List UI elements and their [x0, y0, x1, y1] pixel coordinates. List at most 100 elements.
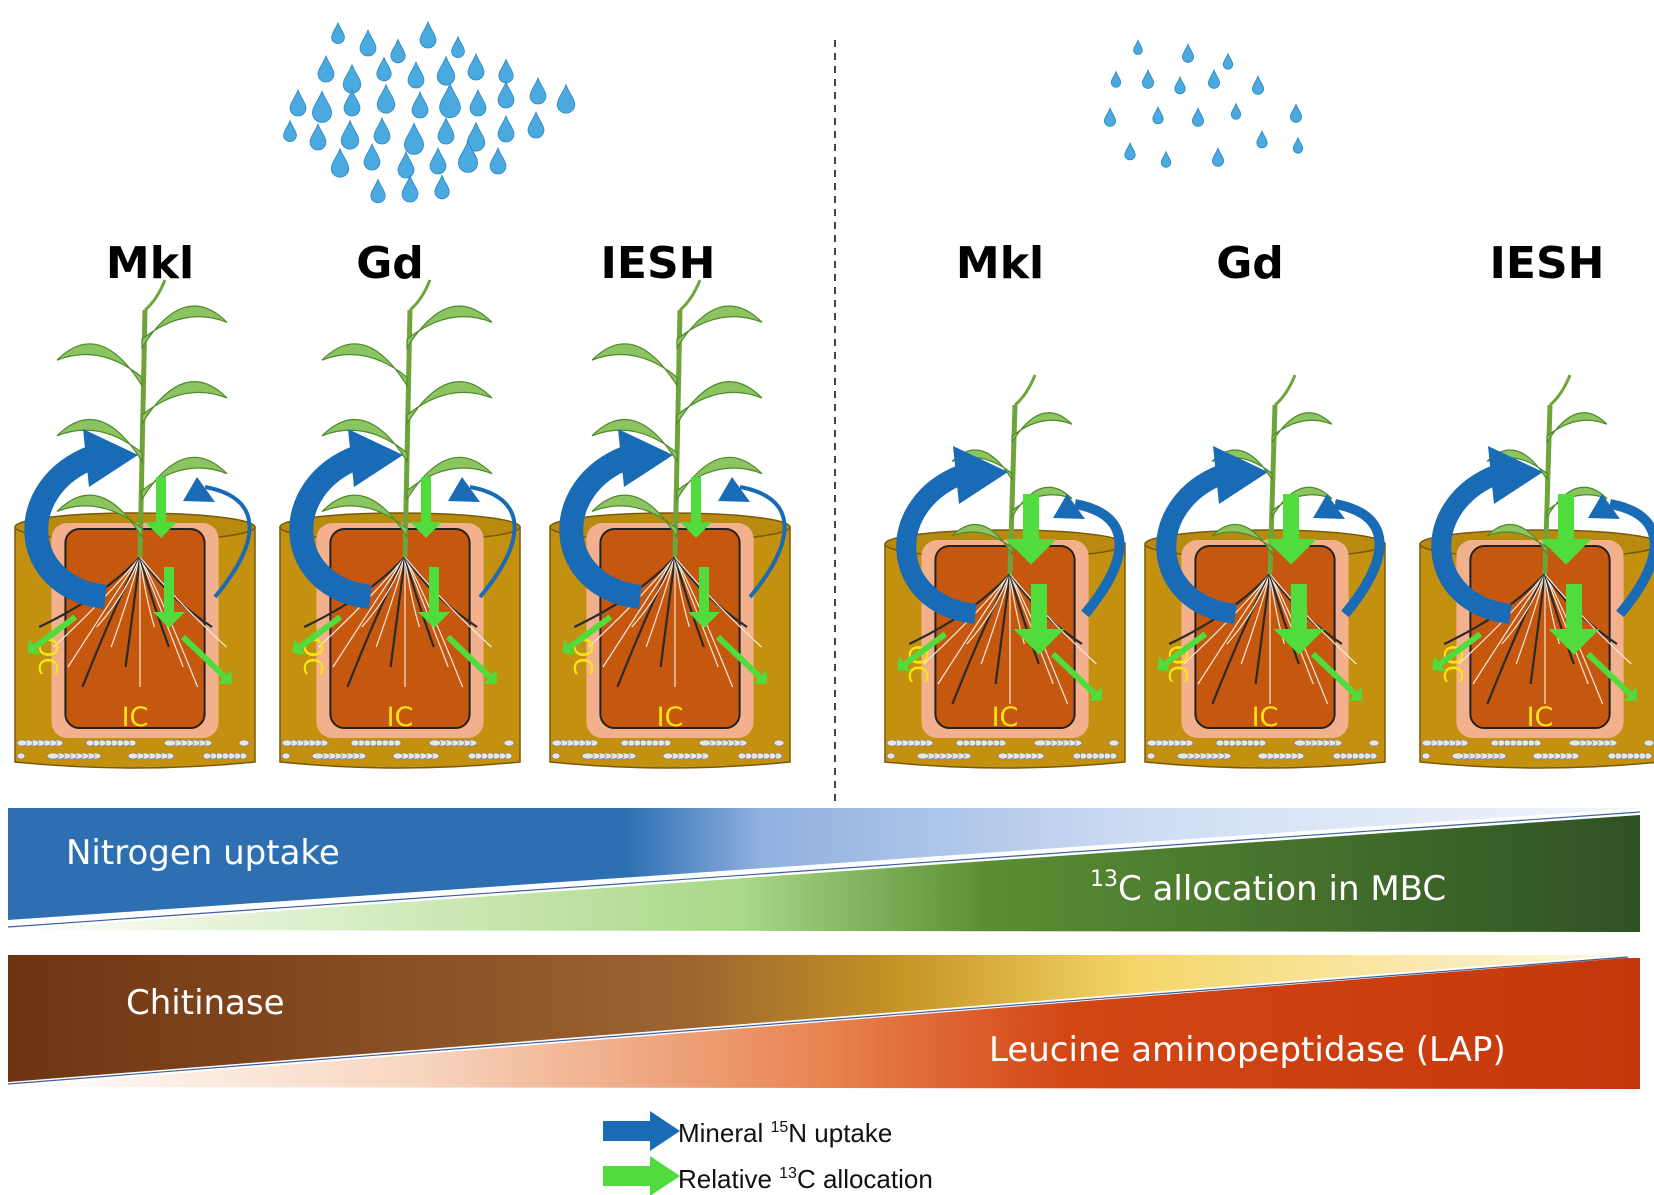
n-uptake-arrow-large — [1431, 464, 1512, 624]
rain-drop-icon — [497, 80, 515, 109]
gravel — [503, 739, 515, 747]
c-allocation-arrow — [298, 614, 343, 650]
rain-drop-icon — [457, 140, 479, 173]
rain-drop-icon — [1181, 43, 1195, 63]
blue-arrow-head-icon — [1053, 494, 1085, 519]
root — [332, 556, 406, 668]
rain-drop-icon — [436, 55, 456, 86]
root — [404, 556, 449, 668]
root — [616, 556, 676, 688]
root — [138, 556, 170, 648]
root — [375, 556, 406, 648]
root — [1268, 573, 1300, 665]
leaf — [1546, 412, 1608, 445]
leaf — [1271, 412, 1333, 445]
green-arrow-head-icon — [145, 522, 177, 538]
rain-drops-heavy — [283, 20, 576, 204]
rain-drop-icon — [363, 142, 381, 171]
leaf — [321, 494, 408, 540]
blue-arrow-head-icon — [718, 477, 750, 502]
rain-drop-icon — [411, 90, 429, 119]
green-arrow-head-icon — [753, 670, 767, 684]
root — [994, 573, 1012, 685]
gravel — [238, 739, 250, 747]
green-arrow-head-icon — [1157, 656, 1171, 672]
blue-arrow-head-icon — [348, 429, 403, 487]
leaf — [56, 494, 143, 540]
green-arrow-head-icon — [897, 656, 911, 672]
leaf — [141, 381, 228, 426]
gravel — [997, 752, 1009, 760]
gravel — [467, 752, 477, 760]
carbon-allocation-label: 13C allocation in MBC — [1090, 867, 1446, 909]
leaf — [406, 381, 493, 426]
green-arrow-head-icon — [153, 612, 185, 628]
rain-drop-icon — [1160, 150, 1172, 168]
rain-drop-icon — [451, 35, 465, 58]
c-allocation-arrow — [445, 634, 493, 680]
root — [67, 556, 141, 668]
gravel — [1421, 739, 1433, 747]
rain-drop-icon — [1174, 75, 1186, 95]
c-allocation-arrow — [1163, 631, 1208, 667]
nitrogen-uptake-wedge — [8, 808, 1640, 920]
rain-drop-icon — [376, 56, 392, 82]
blue-arrow-head-icon — [618, 429, 673, 487]
inner-compartment-label: IC — [387, 702, 414, 733]
rain-drop-icon — [466, 121, 486, 152]
blue-arrow-icon — [603, 1111, 680, 1151]
gravel — [737, 752, 747, 760]
gravel — [1643, 739, 1654, 747]
carbon-isotope-sup: 13 — [1090, 867, 1118, 892]
inner-compartment-label: IC — [657, 702, 684, 733]
rain-drop-icon — [343, 88, 361, 117]
root — [673, 556, 705, 648]
root — [346, 556, 406, 688]
rain-drop-icon — [1103, 107, 1117, 127]
rain-drop-icon — [1141, 69, 1155, 89]
rain-drop-icon — [489, 146, 507, 175]
green-arrow-head-icon — [1540, 539, 1592, 565]
green-arrow-head-icon — [218, 670, 232, 684]
rain-drop-icon — [1110, 70, 1122, 88]
green-arrow-head-icon — [1088, 687, 1102, 701]
root — [1544, 573, 1632, 665]
green-arrow-head-icon — [562, 639, 576, 655]
rain-drop-icon — [1124, 141, 1136, 161]
leaf — [1211, 523, 1273, 557]
root — [951, 573, 1011, 705]
root — [1211, 573, 1271, 705]
root — [1543, 573, 1575, 665]
n-uptake-arrow-small — [469, 485, 517, 599]
inner-compartment-label: IC — [122, 702, 149, 733]
rain-drop-icon — [429, 146, 447, 175]
gravel — [1368, 739, 1380, 747]
rain-drop-icon — [289, 88, 307, 117]
green-arrow-head-icon — [1273, 629, 1325, 655]
n-uptake-arrow-small — [739, 485, 787, 599]
gravel — [1108, 739, 1120, 747]
root — [1197, 573, 1271, 685]
root — [139, 556, 227, 648]
rain-drop-icon — [434, 174, 450, 200]
n-uptake-arrow-small — [1334, 499, 1385, 618]
n-uptake-arrow-small — [204, 485, 252, 599]
gravel — [1033, 739, 1047, 747]
root — [937, 573, 1011, 685]
green-arrow-head-icon — [1005, 539, 1057, 565]
root — [110, 556, 141, 648]
genotype-label: Mkl — [956, 238, 1044, 289]
band-edge — [7, 956, 1629, 1085]
gravel — [1146, 752, 1156, 760]
rain-drop-icon — [529, 76, 547, 105]
root — [139, 556, 184, 668]
gravel — [281, 739, 293, 747]
n-uptake-arrow-large — [24, 445, 108, 609]
leaf — [1011, 412, 1073, 445]
rain-drop-icon — [331, 21, 345, 44]
gravel — [1532, 752, 1544, 760]
